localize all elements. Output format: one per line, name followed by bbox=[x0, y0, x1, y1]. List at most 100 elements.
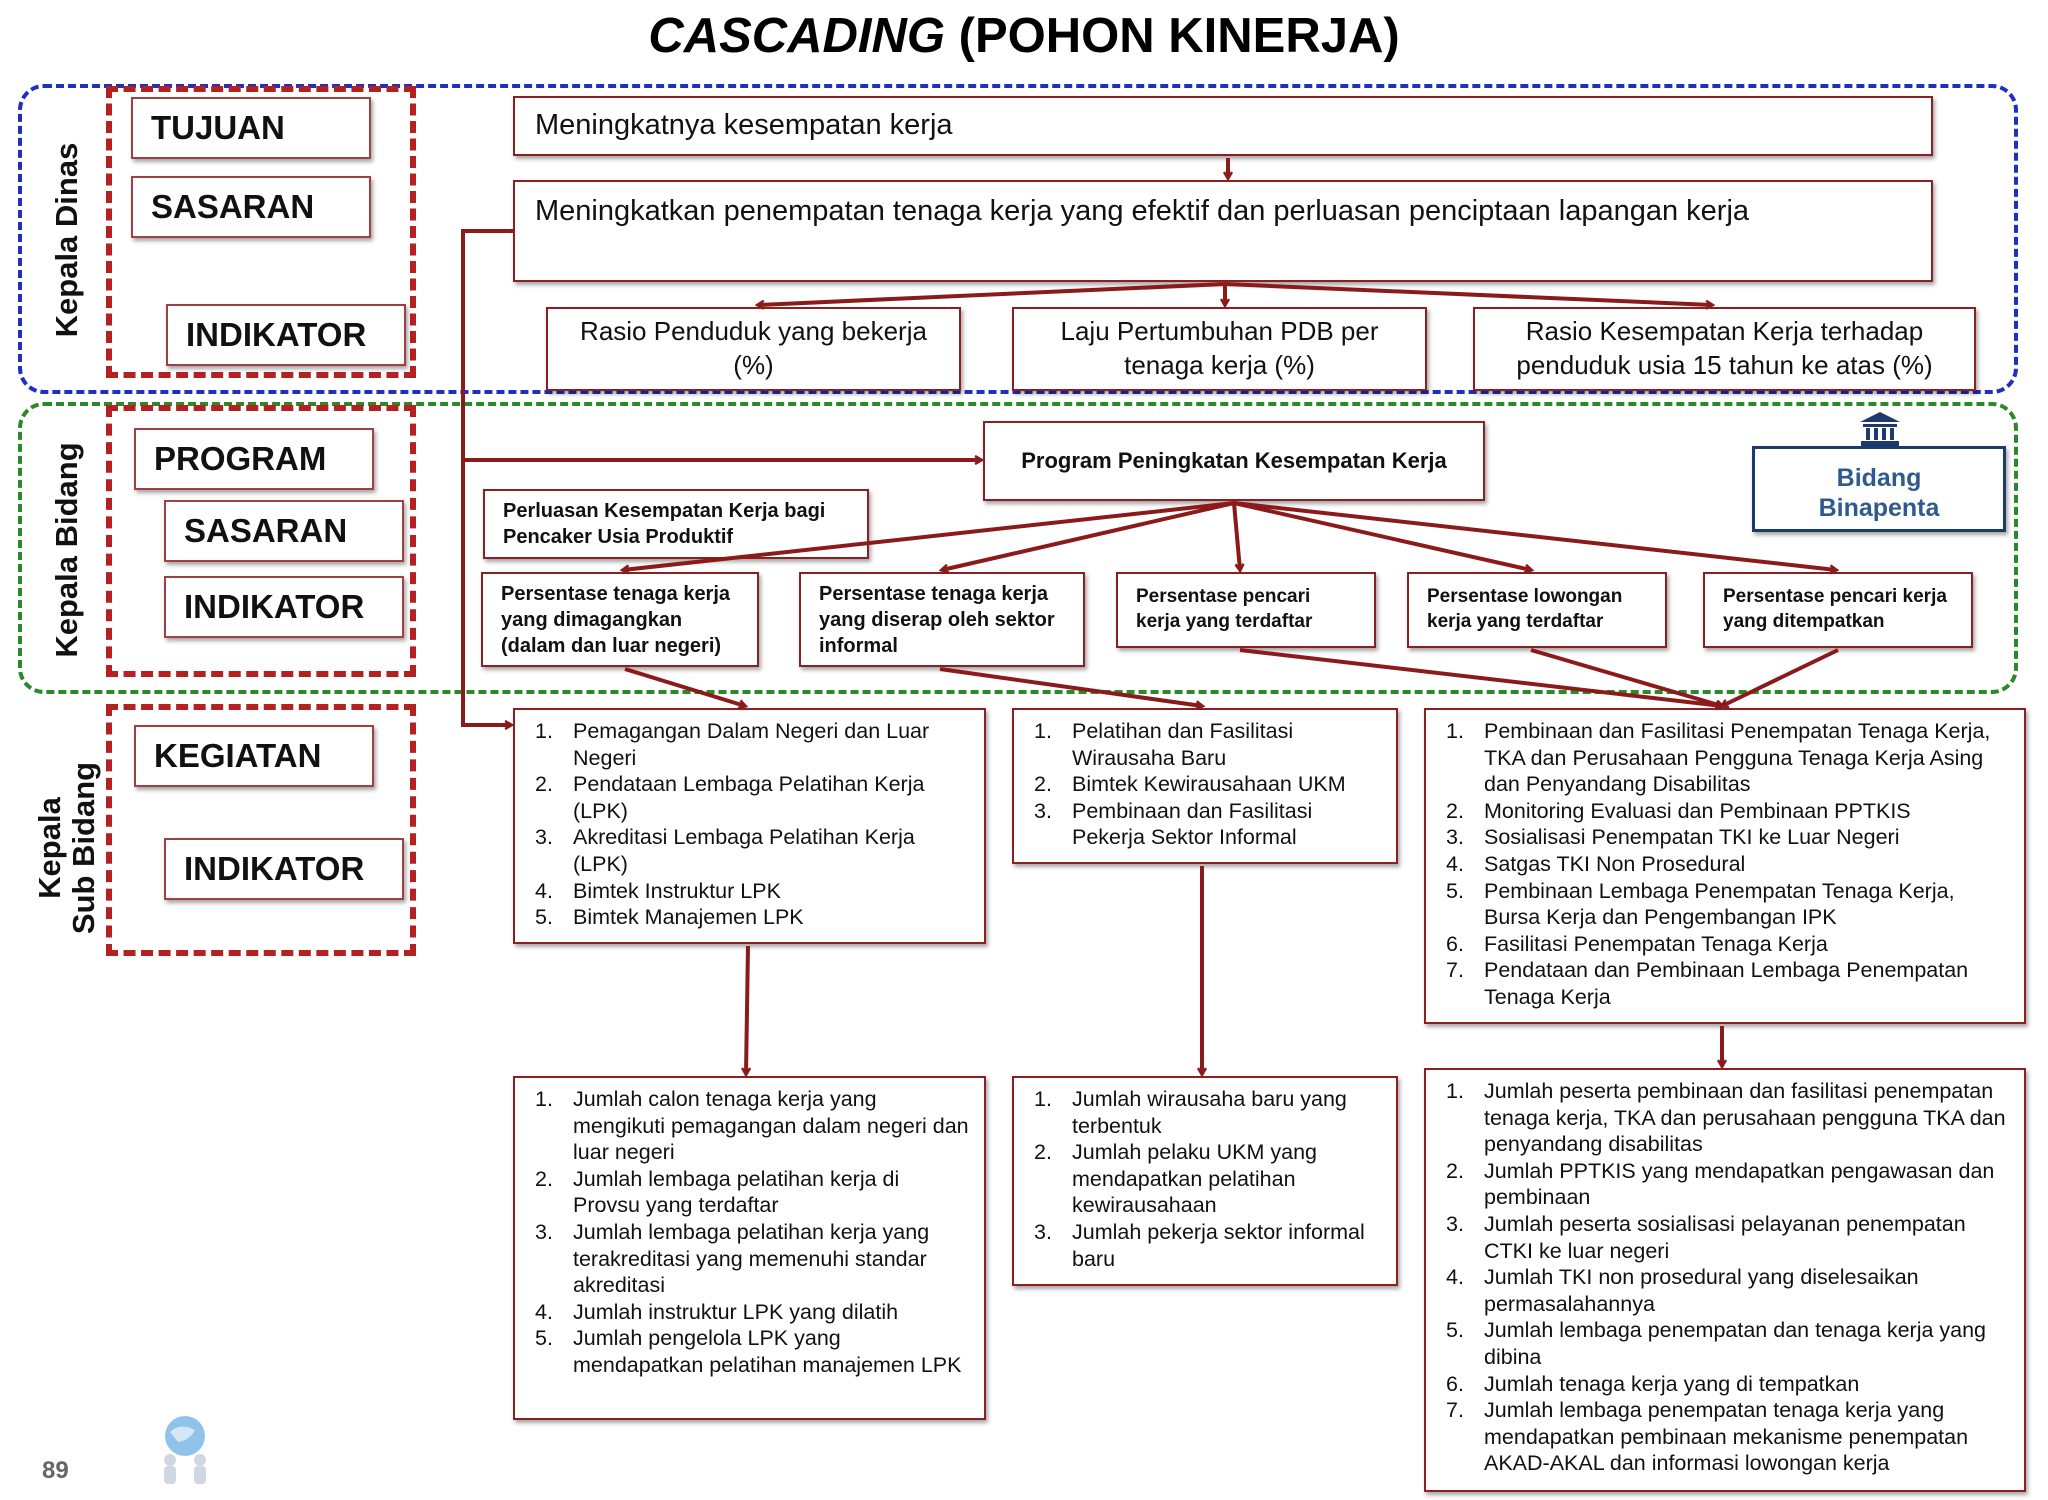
list-item: 4.Bimtek Instruktur LPK bbox=[529, 878, 972, 905]
list-item-number: 2. bbox=[535, 1166, 553, 1191]
indikator-dinas-3: Rasio Kesempatan Kerja terhadap penduduk… bbox=[1473, 307, 1976, 391]
arrow-ind4-kegiatan3 bbox=[1530, 648, 1722, 706]
indikator-kegiatan-list-1: 1.Jumlah calon tenaga kerja yang mengiku… bbox=[513, 1076, 986, 1420]
list-item-number: 5. bbox=[1446, 1318, 1464, 1343]
list-item-text: Jumlah peserta pembinaan dan fasilitasi … bbox=[1484, 1079, 2006, 1157]
list-item-text: Jumlah pelaku UKM yang mendapatkan pelat… bbox=[1072, 1140, 1317, 1218]
list-item-text: Jumlah calon tenaga kerja yang mengikuti… bbox=[573, 1087, 969, 1165]
label-indikator-sub: INDIKATOR bbox=[164, 838, 404, 900]
list-item: 3.Jumlah lembaga pelatihan kerja yang te… bbox=[529, 1219, 972, 1299]
list-item-text: Jumlah wirausaha baru yang terbentuk bbox=[1072, 1087, 1347, 1138]
list-item-number: 3. bbox=[1446, 825, 1464, 850]
zone-kepala-bidang bbox=[18, 402, 2018, 694]
arrow-program-ind1 bbox=[623, 501, 1235, 570]
list-item: 1. Pelatihan dan Fasilitasi Wirausaha Bar… bbox=[1028, 718, 1384, 771]
indikator-bidang-2: Persentase tenaga kerja yang diserap ole… bbox=[799, 572, 1085, 667]
globe-figure-logo bbox=[150, 1412, 220, 1492]
list-item: 6.Fasilitasi Penempatan Tenaga Kerja bbox=[1440, 931, 2012, 958]
list-item-number: 5. bbox=[535, 1326, 553, 1351]
indikator-bidang-3: Persentase pencari kerja yang terdaftar bbox=[1116, 572, 1376, 648]
list-item-text: Jumlah pekerja sektor informal baru bbox=[1072, 1219, 1365, 1271]
list-item: 1. Jumlah peserta pembinaan dan fasilitas… bbox=[1440, 1078, 2012, 1158]
list-item-text: Jumlah PPTKIS yang mendapatkan pengawasa… bbox=[1484, 1158, 1995, 1210]
kegiatan-list-3: 1. Pembinaan dan Fasilitasi Penempatan Te… bbox=[1424, 708, 2026, 1024]
list-item-number: 5. bbox=[1446, 878, 1464, 903]
list-item: 3. Jumlah pekerja sektor informal baru bbox=[1028, 1219, 1384, 1272]
label-sasaran-dinas: SASARAN bbox=[131, 176, 371, 238]
list-item-number: 1. bbox=[1446, 719, 1464, 743]
list-item: 3. Akreditasi Lembaga Pelatihan Kerja (LP… bbox=[529, 824, 972, 877]
list-item-text: Pembinaan dan Fasilitasi Pekerja Sektor … bbox=[1072, 798, 1313, 850]
list-item: 4.Jumlah TKI non prosedural yang diseles… bbox=[1440, 1264, 2012, 1317]
list-item-text: Fasilitasi Penempatan Tenaga Kerja bbox=[1484, 931, 1828, 956]
list-item-text: Pendataan dan Pembinaan Lembaga Penempat… bbox=[1484, 958, 1969, 1009]
indikator-dinas-1: Rasio Penduduk yang bekerja (%) bbox=[546, 307, 961, 391]
bidang-line2: Binapenta bbox=[1818, 494, 1940, 522]
list-item-text: Bimtek Kewirausahaan UKM bbox=[1072, 772, 1346, 797]
list-item-number: 3. bbox=[1034, 1219, 1052, 1244]
list-item: 2. Jumlah PPTKIS yang mendapatkan pengawa… bbox=[1440, 1158, 2012, 1211]
kegiatan-list-2: 1. Pelatihan dan Fasilitasi Wirausaha Bar… bbox=[1012, 708, 1398, 864]
list-item-text: Pembinaan dan Fasilitasi Penempatan Tena… bbox=[1484, 719, 1991, 797]
label-indikator-dinas: INDIKATOR bbox=[166, 304, 406, 366]
arrow-program-ind3 bbox=[1232, 502, 1240, 570]
list-item-text: Jumlah peserta sosialisasi pelayanan pen… bbox=[1484, 1211, 1966, 1263]
arrow-ind5-kegiatan3 bbox=[1722, 648, 1839, 706]
list-item: 2.Bimtek Kewirausahaan UKM bbox=[1028, 771, 1384, 798]
list-item-number: 2. bbox=[1446, 1158, 1464, 1183]
arrow-sasaran-ind1 bbox=[758, 282, 1226, 305]
list-item-number: 1. bbox=[535, 719, 553, 743]
list-item: 2. Jumlah pelaku UKM yang mendapatkan pel… bbox=[1028, 1139, 1384, 1219]
list-item: 3. Jumlah peserta sosialisasi pelayanan p… bbox=[1440, 1211, 2012, 1264]
list-item-text: Sosialisasi Penempatan TKI ke Luar Neger… bbox=[1484, 825, 1900, 850]
label-indikator-bidang: INDIKATOR bbox=[164, 576, 404, 638]
list-item: 1.Jumlah wirausaha baru yang terbentuk bbox=[1028, 1086, 1384, 1139]
indikator-bidang-5: Persentase pencari kerja yang ditempatka… bbox=[1703, 572, 1973, 648]
label-program: PROGRAM bbox=[134, 428, 374, 490]
list-item-text: Bimtek Manajemen LPK bbox=[573, 905, 804, 930]
list-item-number: 2. bbox=[1446, 798, 1464, 823]
arrow-program-ind2 bbox=[942, 501, 1235, 570]
list-item-number: 1. bbox=[1034, 719, 1052, 743]
title-italic: CASCADING bbox=[648, 9, 946, 63]
list-item-text: Jumlah lembaga penempatan tenaga kerja y… bbox=[1484, 1398, 1969, 1476]
list-item: 6.Jumlah tenaga kerja yang di tempatkan bbox=[1440, 1371, 2012, 1398]
list-item-number: 4. bbox=[1446, 851, 1464, 876]
list-item-text: Akreditasi Lembaga Pelatihan Kerja (LPK) bbox=[573, 825, 915, 876]
list-item-number: 3. bbox=[1446, 1211, 1464, 1236]
arrow-ind3-kegiatan3 bbox=[1239, 648, 1722, 706]
page-number: 89 bbox=[42, 1457, 69, 1484]
list-item-text: Jumlah pengelola LPK yang mendapatkan pe… bbox=[573, 1326, 962, 1377]
list-item-text: Jumlah lembaga penempatan dan tenaga ker… bbox=[1484, 1318, 1987, 1369]
sasaran-box: Meningkatkan penempatan tenaga kerja yan… bbox=[513, 180, 1933, 282]
indikator-dinas-2: Laju Pertumbuhan PDB per tenaga kerja (%… bbox=[1012, 307, 1427, 391]
list-item-text: Monitoring Evaluasi dan Pembinaan PPTKIS bbox=[1484, 798, 1911, 823]
list-item: 2. Monitoring Evaluasi dan Pembinaan PPTK… bbox=[1440, 798, 2012, 825]
list-item: 7.Pendataan dan Pembinaan Lembaga Penemp… bbox=[1440, 957, 2012, 1010]
list-item-text: Pelatihan dan Fasilitasi Wirausaha Baru bbox=[1072, 719, 1294, 770]
list-item-number: 3. bbox=[535, 1219, 553, 1244]
arrow-program-ind5 bbox=[1233, 501, 1836, 570]
label-kegiatan: KEGIATAN bbox=[134, 725, 374, 787]
page-title: CASCADING (POHON KINERJA) bbox=[0, 8, 2048, 64]
program-box: Program Peningkatan Kesempatan Kerja bbox=[983, 421, 1485, 501]
list-item-number: 6. bbox=[1446, 1371, 1464, 1396]
indikator-bidang-4: Persentase lowongan kerja yang terdaftar bbox=[1407, 572, 1667, 648]
list-item: 2. Pendataan Lembaga Pelatihan Kerja (LPK… bbox=[529, 771, 972, 824]
bidang-line1: Bidang bbox=[1836, 464, 1922, 492]
label-sasaran-bidang: SASARAN bbox=[164, 500, 404, 562]
list-item: 1.Jumlah calon tenaga kerja yang mengiku… bbox=[529, 1086, 972, 1166]
list-item-number: 5. bbox=[535, 905, 553, 930]
list-item-number: 2. bbox=[535, 772, 553, 797]
list-item: 7.Jumlah lembaga penempatan tenaga kerja… bbox=[1440, 1397, 2012, 1477]
list-item-number: 1. bbox=[1446, 1079, 1464, 1103]
list-item: 3. Sosialisasi Penempatan TKI ke Luar Neg… bbox=[1440, 824, 2012, 851]
bank-building-icon bbox=[1860, 412, 1900, 446]
list-item-number: 2. bbox=[1034, 1140, 1052, 1165]
list-item: 5. Jumlah lembaga penempatan dan tenaga k… bbox=[1440, 1317, 2012, 1370]
list-item-number: 3. bbox=[535, 825, 553, 850]
list-item-text: Pendataan Lembaga Pelatihan Kerja (LPK) bbox=[573, 772, 925, 823]
